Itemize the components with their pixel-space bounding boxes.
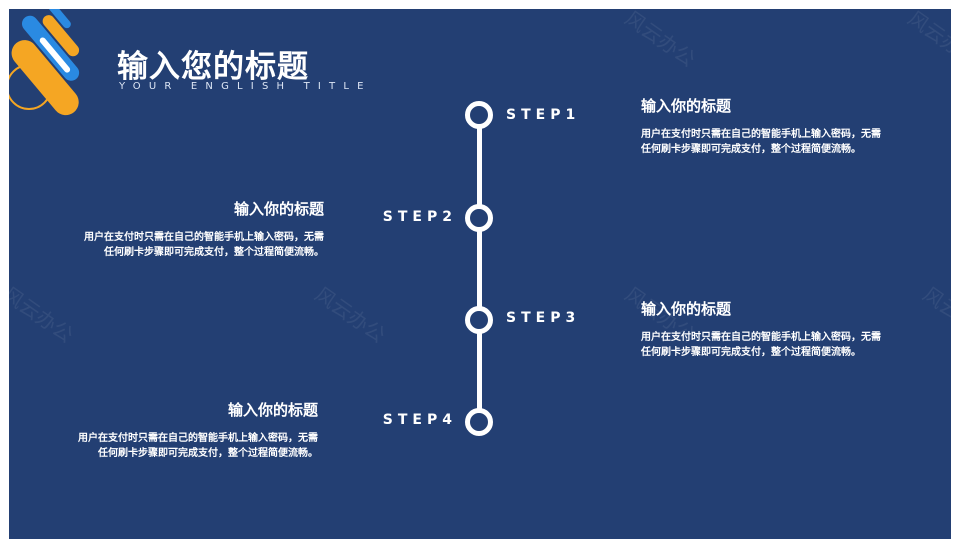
- corner-decoration: [9, 9, 80, 116]
- watermark: 风云办公: [620, 9, 700, 72]
- step-block-2: 输入你的标题 用户在支付时只需在自己的智能手机上输入密码，无需任何刷卡步骤即可完…: [79, 198, 324, 260]
- timeline-node-2: [465, 204, 493, 232]
- step-block-4: 输入你的标题 用户在支付时只需在自己的智能手机上输入密码，无需任何刷卡步骤即可完…: [73, 399, 318, 461]
- watermark: 风云办公: [310, 281, 390, 348]
- step-body: 用户在支付时只需在自己的智能手机上输入密码，无需任何刷卡步骤即可完成支付，整个过…: [641, 332, 881, 358]
- step-block-1: 输入你的标题 用户在支付时只需在自己的智能手机上输入密码，无需任何刷卡步骤即可完…: [641, 95, 886, 157]
- timeline-node-4: [465, 408, 493, 436]
- page-subtitle: YOUR ENGLISH TITLE: [119, 81, 372, 92]
- step-label-2: STEP2: [382, 209, 457, 225]
- slide: 风云办公 风云办公 风云办公 风云办公 风云办公 风云办公 输入您的标题 YOU…: [9, 9, 951, 539]
- watermark: 风云办公: [903, 9, 951, 72]
- watermark: 风云办公: [918, 281, 951, 348]
- step-heading: 输入你的标题: [641, 97, 732, 115]
- step-body: 用户在支付时只需在自己的智能手机上输入密码，无需任何刷卡步骤即可完成支付，整个过…: [78, 433, 318, 459]
- step-label-1: STEP1: [506, 107, 581, 123]
- timeline-node-1: [465, 101, 493, 129]
- step-label-4: STEP4: [382, 412, 457, 428]
- step-label-3: STEP3: [506, 310, 581, 326]
- timeline-line: [477, 115, 482, 421]
- page-title: 输入您的标题: [117, 49, 309, 85]
- watermark: 风云办公: [9, 281, 78, 348]
- step-block-3: 输入你的标题 用户在支付时只需在自己的智能手机上输入密码，无需任何刷卡步骤即可完…: [641, 298, 886, 360]
- step-heading: 输入你的标题: [641, 300, 732, 318]
- step-body: 用户在支付时只需在自己的智能手机上输入密码，无需任何刷卡步骤即可完成支付，整个过…: [641, 129, 881, 155]
- step-heading: 输入你的标题: [227, 401, 318, 419]
- step-heading: 输入你的标题: [233, 200, 324, 218]
- step-body: 用户在支付时只需在自己的智能手机上输入密码，无需任何刷卡步骤即可完成支付，整个过…: [84, 232, 324, 258]
- timeline-node-3: [465, 306, 493, 334]
